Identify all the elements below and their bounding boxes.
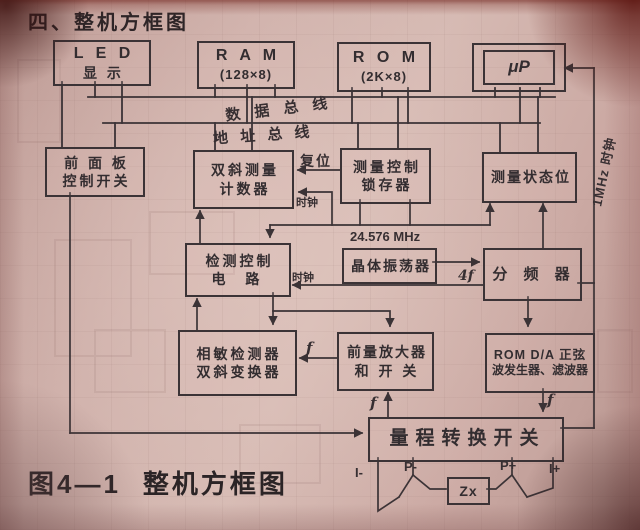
- block-frequency-divider: 分 频 器: [483, 248, 582, 301]
- block-phase-detector-label1: 相敏检测器: [196, 345, 282, 362]
- block-microprocessor: μP: [472, 43, 566, 92]
- block-rom-sine-label2: 波发生器、滤波器: [491, 363, 588, 378]
- block-crystal-oscillator: 晶体振荡器: [342, 248, 437, 284]
- block-rom-sine-generator-filter: ROM D/A 正弦 波发生器、滤波器: [485, 333, 595, 393]
- block-microprocessor-inner: μP: [483, 50, 555, 85]
- label-i-minus: I-: [355, 465, 363, 480]
- block-rom: R O M (2K×8): [337, 42, 431, 92]
- label-f-romsine: f: [547, 391, 554, 409]
- block-preamp-and-switch: 前量放大器 和 开 关: [337, 332, 434, 391]
- block-range-switch: 量程转换开关: [368, 417, 564, 462]
- block-microprocessor-label: μP: [508, 57, 530, 77]
- label-i-plus: I+: [549, 461, 561, 476]
- label-divider-clock: 时钟: [292, 272, 314, 284]
- block-front-panel-label2: 控制开关: [62, 173, 131, 189]
- block-preamp-label2: 和 开 关: [354, 362, 420, 379]
- block-rom-label1: R O M: [352, 49, 420, 67]
- block-dual-slope-counter-label2: 计数器: [219, 180, 271, 197]
- block-detect-control-label1: 检测控制: [205, 252, 274, 269]
- block-measure-control-latch-label1: 测量控制: [353, 158, 421, 175]
- section-title: 四、整机方框图: [28, 12, 189, 34]
- block-rom-label2: (2K×8): [360, 68, 408, 84]
- block-led-label1: L E D: [73, 44, 135, 62]
- label-p-minus: P-: [404, 459, 417, 474]
- block-rom-sine-label1: ROM D/A 正弦: [493, 348, 587, 363]
- block-crystal-oscillator-label: 晶体振荡器: [351, 257, 431, 274]
- label-f-preamp: f: [370, 394, 377, 412]
- label-reset: 复位: [300, 153, 332, 169]
- label-f-phase: f: [306, 339, 313, 357]
- block-range-switch-label: 量程转换开关: [389, 428, 546, 450]
- block-measure-status-bits-label: 测量状态位: [491, 169, 571, 186]
- block-phase-detector-converter: 相敏检测器 双斜变换器: [178, 330, 297, 396]
- figure-caption-title: 整机方框图: [142, 469, 288, 499]
- block-led-label2: 显 示: [83, 65, 124, 82]
- block-zx-impedance: Zx: [447, 477, 490, 505]
- figure-caption-number: 图4—1: [28, 469, 121, 499]
- block-detect-control-circuit: 检测控制 电 路: [185, 243, 291, 297]
- block-front-panel-label1: 前 面 板: [64, 154, 129, 171]
- block-detect-control-label2: 电 路: [211, 271, 268, 287]
- block-measure-control-latch: 测量控制 锁存器: [340, 148, 431, 204]
- block-dual-slope-counter: 双斜测量 计数器: [193, 150, 294, 209]
- block-measure-control-latch-label2: 锁存器: [361, 177, 413, 193]
- block-zx-label: Zx: [459, 482, 478, 499]
- block-led-display: L E D 显 示: [53, 40, 151, 86]
- block-ram: R A M (128×8): [197, 41, 295, 89]
- block-ram-label2: (128×8): [219, 66, 273, 82]
- block-phase-detector-label2: 双斜变换器: [196, 364, 282, 380]
- block-preamp-label1: 前量放大器: [347, 344, 427, 361]
- block-front-panel-switches: 前 面 板 控制开关: [45, 147, 145, 197]
- block-frequency-divider-label: 分 频 器: [492, 265, 576, 283]
- block-ram-label1: R A M: [215, 47, 281, 65]
- label-crystal-frequency: 24.576 MHz: [350, 229, 421, 244]
- label-p-plus: P+: [500, 458, 517, 473]
- label-counter-clock: 时钟: [296, 197, 318, 209]
- block-dual-slope-counter-label1: 双斜测量: [211, 162, 279, 179]
- label-4f: 4f: [458, 268, 474, 284]
- block-measure-status-bits: 测量状态位: [482, 152, 577, 203]
- figure-caption: 图4—1 整机方框图: [28, 464, 288, 501]
